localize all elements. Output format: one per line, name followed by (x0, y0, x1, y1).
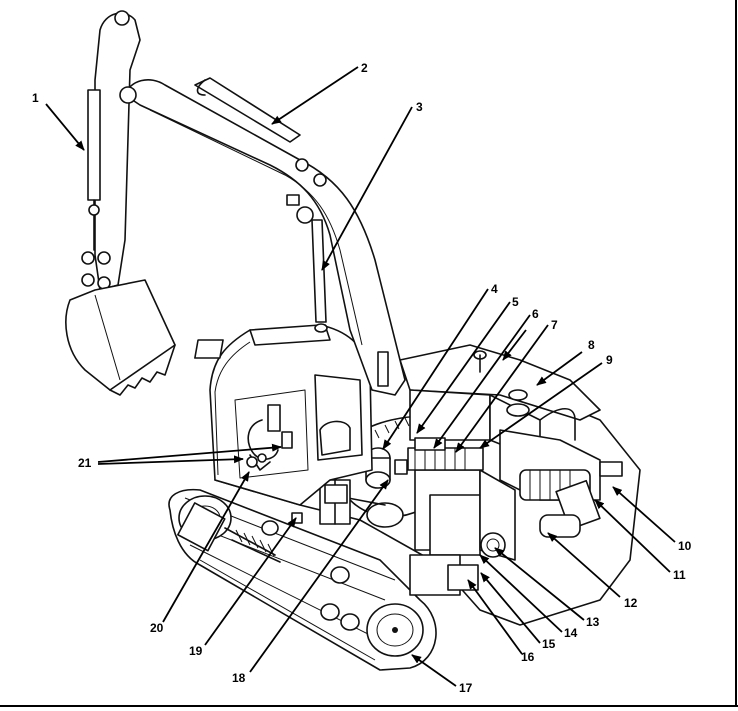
callout-17: 17 (459, 681, 473, 695)
callout-21: 21 (78, 456, 92, 470)
callout-11: 11 (673, 568, 686, 582)
callout-9: 9 (606, 353, 613, 367)
callout-12: 12 (624, 596, 638, 610)
callout-labels: 1 2 3 4 5 6 7 8 9 10 11 12 13 14 15 16 1… (32, 61, 692, 695)
callout-3: 3 (416, 100, 423, 114)
callout-16: 16 (521, 650, 535, 664)
callout-4: 4 (491, 282, 498, 296)
callout-15: 15 (542, 637, 556, 651)
leader-lines (45, 66, 676, 687)
callout-14: 14 (564, 626, 578, 640)
callout-2: 2 (361, 61, 368, 75)
callout-18: 18 (232, 671, 246, 685)
callout-13: 13 (586, 615, 600, 629)
front-attachment (65, 10, 406, 396)
callout-10: 10 (678, 539, 692, 553)
callout-6: 6 (532, 307, 539, 321)
operator-cab (194, 324, 373, 506)
callout-1: 1 (32, 91, 39, 105)
callout-20: 20 (150, 621, 164, 635)
callout-5: 5 (512, 295, 519, 309)
callout-8: 8 (588, 338, 595, 352)
callout-19: 19 (189, 644, 203, 658)
callout-7: 7 (551, 318, 558, 332)
